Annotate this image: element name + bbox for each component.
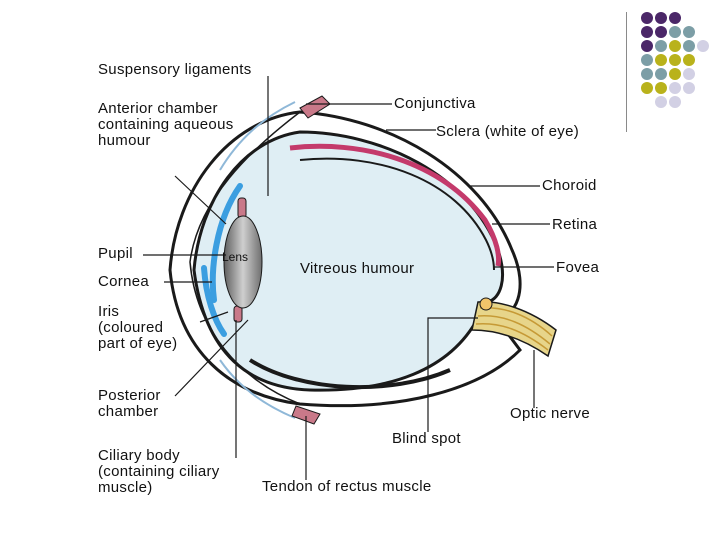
decor-dot bbox=[655, 82, 667, 94]
cornea-lower-arc bbox=[201, 265, 227, 337]
retina-layer bbox=[299, 157, 495, 271]
decor-dot bbox=[641, 68, 653, 80]
label-choroid: Choroid bbox=[542, 177, 597, 194]
decor-dot bbox=[683, 54, 695, 66]
decor-dot bbox=[641, 40, 653, 52]
decor-dot bbox=[683, 82, 695, 94]
label-ciliary-body: Ciliary body (containing ciliary muscle) bbox=[98, 447, 220, 496]
decor-dot bbox=[697, 40, 709, 52]
tendon-lower bbox=[291, 405, 321, 425]
decor-dot bbox=[683, 26, 695, 38]
decor-dot bbox=[669, 40, 681, 52]
decor-dot bbox=[669, 12, 681, 24]
optic-nerve bbox=[471, 301, 557, 358]
decor-dot bbox=[655, 68, 667, 80]
leader-iris bbox=[199, 311, 229, 323]
decor-dot bbox=[641, 54, 653, 66]
decor-dot bbox=[655, 12, 667, 24]
label-retina: Retina bbox=[552, 216, 598, 233]
outer-cornea-line bbox=[189, 111, 301, 405]
leader-lines bbox=[143, 76, 554, 480]
lower-choroid-layer bbox=[248, 358, 451, 390]
label-pupil: Pupil bbox=[98, 245, 133, 262]
leader-blind-spot bbox=[427, 317, 478, 432]
decor-dot bbox=[641, 82, 653, 94]
label-sclera: Sclera (white of eye) bbox=[436, 123, 580, 140]
decor-dot bbox=[641, 26, 653, 38]
decor-dot bbox=[683, 68, 695, 80]
sclera-outline bbox=[168, 110, 522, 408]
label-cornea: Cornea bbox=[98, 273, 149, 290]
label-conjunctiva: Conjunctiva bbox=[394, 95, 476, 112]
label-vitreous-humour: Vitreous humour bbox=[300, 260, 415, 277]
decor-dot bbox=[641, 12, 653, 24]
label-suspensory-ligaments: Suspensory ligaments bbox=[98, 61, 252, 78]
conjunctiva-lower bbox=[219, 359, 296, 419]
label-posterior-chamber: Posterior chamber bbox=[98, 387, 161, 420]
decor-dot bbox=[683, 40, 695, 52]
decor-dot bbox=[655, 26, 667, 38]
label-blind-spot: Blind spot bbox=[392, 430, 461, 447]
decor-dot bbox=[655, 54, 667, 66]
ciliary-body-lower bbox=[233, 305, 243, 323]
leader-anterior bbox=[174, 175, 227, 225]
decor-dot bbox=[669, 82, 681, 94]
decor-dot bbox=[655, 96, 667, 108]
decor-dot bbox=[669, 68, 681, 80]
blind-spot-dot bbox=[479, 297, 493, 311]
label-anterior-chamber: Anterior chamber containing aqueous humo… bbox=[98, 100, 234, 149]
label-lens: Lens bbox=[222, 250, 249, 264]
lens-shape bbox=[223, 215, 263, 309]
conjunctiva-upper bbox=[219, 101, 296, 171]
label-tendon: Tendon of rectus muscle bbox=[262, 478, 432, 495]
label-optic-nerve: Optic nerve bbox=[510, 405, 590, 422]
decor-dot bbox=[655, 40, 667, 52]
decor-dot bbox=[669, 96, 681, 108]
decor-divider-line bbox=[626, 12, 627, 132]
ciliary-body-upper bbox=[237, 197, 247, 219]
label-fovea: Fovea bbox=[556, 259, 600, 276]
label-iris: Iris (coloured part of eye) bbox=[98, 303, 178, 352]
decor-dot bbox=[669, 54, 681, 66]
choroid-layer bbox=[289, 143, 502, 267]
decor-dot bbox=[669, 26, 681, 38]
cornea-arc bbox=[209, 183, 243, 303]
